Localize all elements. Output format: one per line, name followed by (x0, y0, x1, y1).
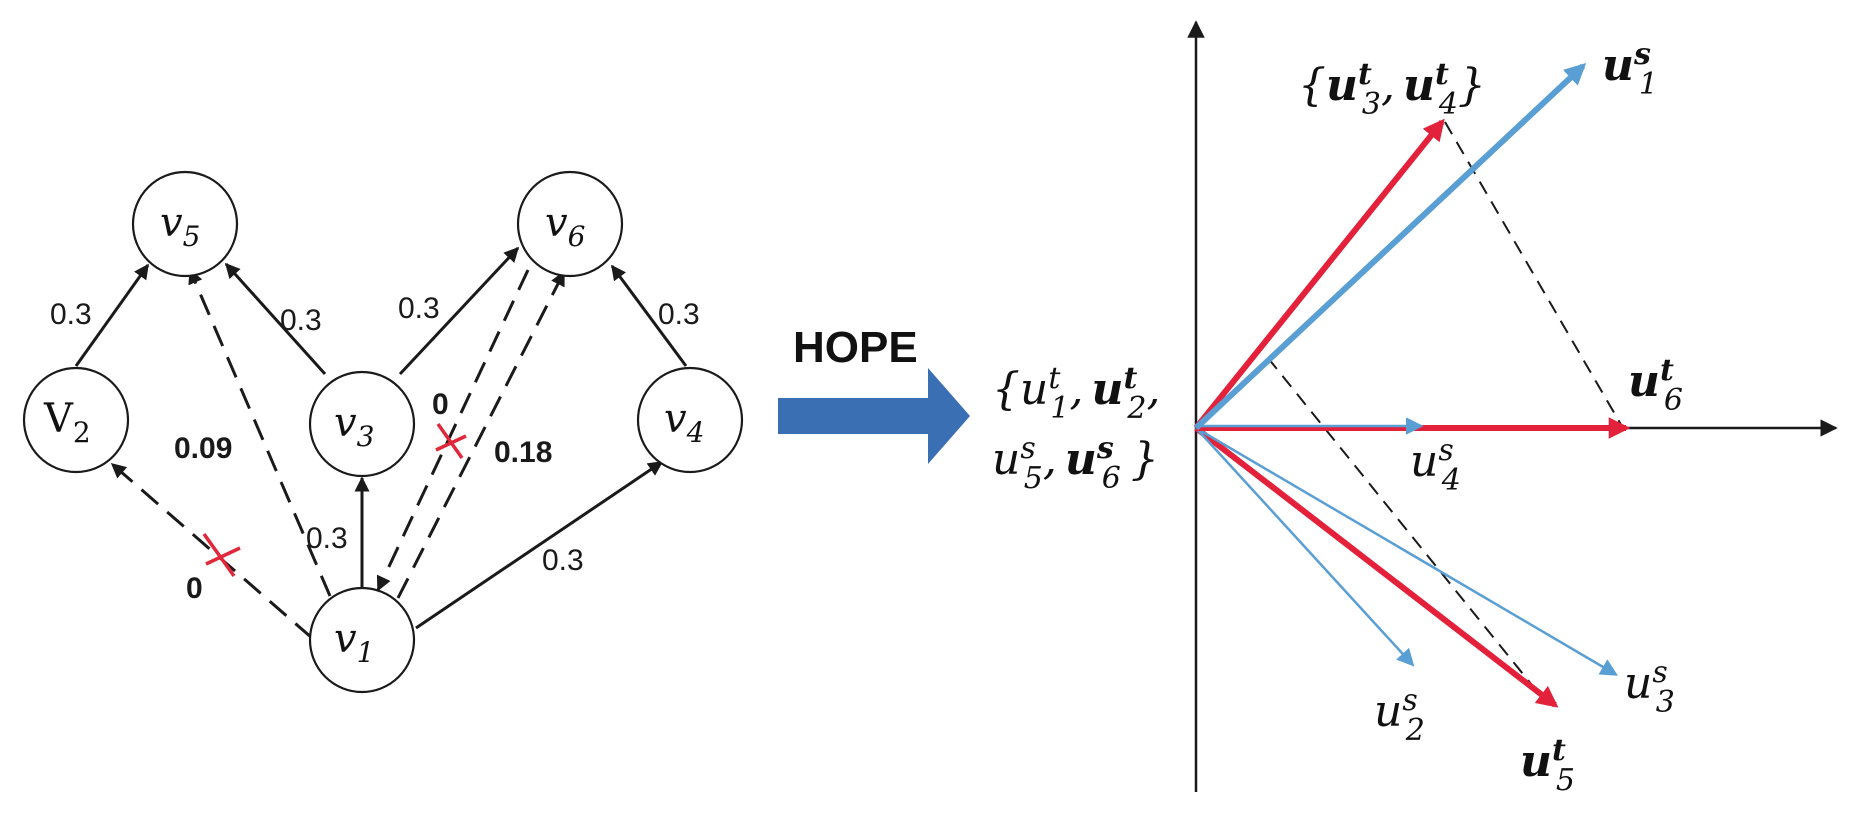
edge-v3-v5 (224, 262, 327, 376)
hope-label: HOPE (793, 323, 918, 372)
vector-u1-source (1193, 63, 1587, 431)
edge-v6-v1 (376, 269, 530, 592)
svg-text:v1: v1 (334, 616, 374, 669)
node-v3: v3 (308, 370, 416, 478)
edge-v4-v6 (610, 264, 688, 367)
edge-v1-v5 (188, 268, 332, 597)
weight-v1-v6: 0.18 (494, 436, 552, 469)
projection-line-lower (1267, 357, 1549, 706)
vector-u34-target (1193, 118, 1445, 430)
svg-text:v4: v4 (664, 396, 704, 449)
svg-text:V2: V2 (43, 396, 91, 449)
weight-v6-v1: 0 (432, 388, 449, 421)
vector-u5-target (1194, 425, 1559, 708)
edge-v1-v4 (415, 460, 664, 630)
cross-mark-v6-v1 (435, 422, 467, 460)
hope-transform: HOPE (778, 323, 970, 464)
cross-mark-v1-v2 (202, 532, 241, 578)
node-v5: v5 (131, 170, 239, 278)
node-v2: V2 (22, 366, 130, 474)
graph: 0.3 0.3 0.3 0.3 0.3 0.3 0 0.09 0 0.18 v5… (22, 170, 744, 694)
weight-v4-v6: 0.3 (658, 298, 700, 331)
weight-v3-v6: 0.3 (398, 292, 440, 325)
vector-u2-source (1195, 427, 1415, 667)
projection-line-upper (1444, 121, 1624, 429)
edge-v2-v5 (74, 263, 150, 367)
weight-v1-v5: 0.09 (174, 432, 232, 465)
svg-text:v6: v6 (545, 200, 585, 253)
node-v4: v4 (636, 366, 744, 474)
vector-u3-source (1195, 426, 1619, 676)
edge-v3-v6 (398, 246, 520, 376)
svg-text:v5: v5 (160, 200, 200, 253)
edge-v1-v2 (110, 462, 313, 640)
weight-v2-v5: 0.3 (50, 298, 92, 331)
edge-v1-v6 (396, 270, 566, 599)
weight-v1-v2: 0 (186, 572, 203, 605)
node-v1: v1 (308, 586, 416, 694)
weight-v1-v4: 0.3 (542, 544, 584, 577)
hope-arrow-icon (778, 368, 970, 464)
weight-v1-v3: 0.3 (306, 522, 348, 555)
node-v6: v6 (516, 170, 624, 278)
weight-v3-v5: 0.3 (280, 304, 322, 337)
svg-text:v3: v3 (334, 400, 374, 453)
